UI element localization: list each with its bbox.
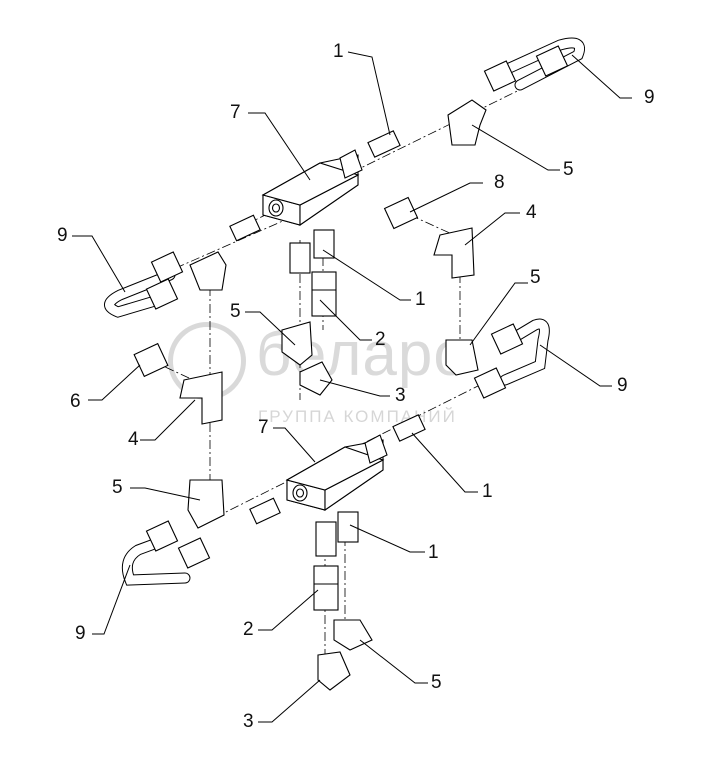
callout-5: 5 xyxy=(530,267,541,288)
callout-1: 1 xyxy=(428,542,439,563)
callout-9: 9 xyxy=(75,623,86,644)
callout-5: 5 xyxy=(431,672,442,693)
elbow-fittings xyxy=(187,99,487,691)
callout-5: 5 xyxy=(563,159,574,180)
callout-1: 1 xyxy=(333,41,344,62)
callout-2: 2 xyxy=(375,329,386,350)
tube-assemblies xyxy=(104,37,585,586)
callout-3: 3 xyxy=(243,711,254,732)
callout-6: 6 xyxy=(70,391,81,412)
callout-1: 1 xyxy=(415,289,426,310)
leader-lines xyxy=(72,51,632,723)
callout-9: 9 xyxy=(617,375,628,396)
callout-9: 9 xyxy=(644,87,655,108)
callout-1: 1 xyxy=(482,481,493,502)
callout-3: 3 xyxy=(395,385,406,406)
valve-block-upper xyxy=(261,149,363,227)
callout-8: 8 xyxy=(494,172,505,193)
tube-nuts xyxy=(145,45,569,569)
callout-4: 4 xyxy=(128,429,139,450)
callout-4: 4 xyxy=(526,202,537,223)
callout-5: 5 xyxy=(230,301,241,322)
callout-5: 5 xyxy=(112,477,123,498)
callout-2: 2 xyxy=(243,619,254,640)
tee-fittings xyxy=(179,227,475,425)
callout-7: 7 xyxy=(258,417,269,438)
callout-9: 9 xyxy=(57,225,68,246)
callout-7: 7 xyxy=(230,102,241,123)
nut-fittings xyxy=(311,271,339,611)
valve-block-lower xyxy=(285,434,388,512)
